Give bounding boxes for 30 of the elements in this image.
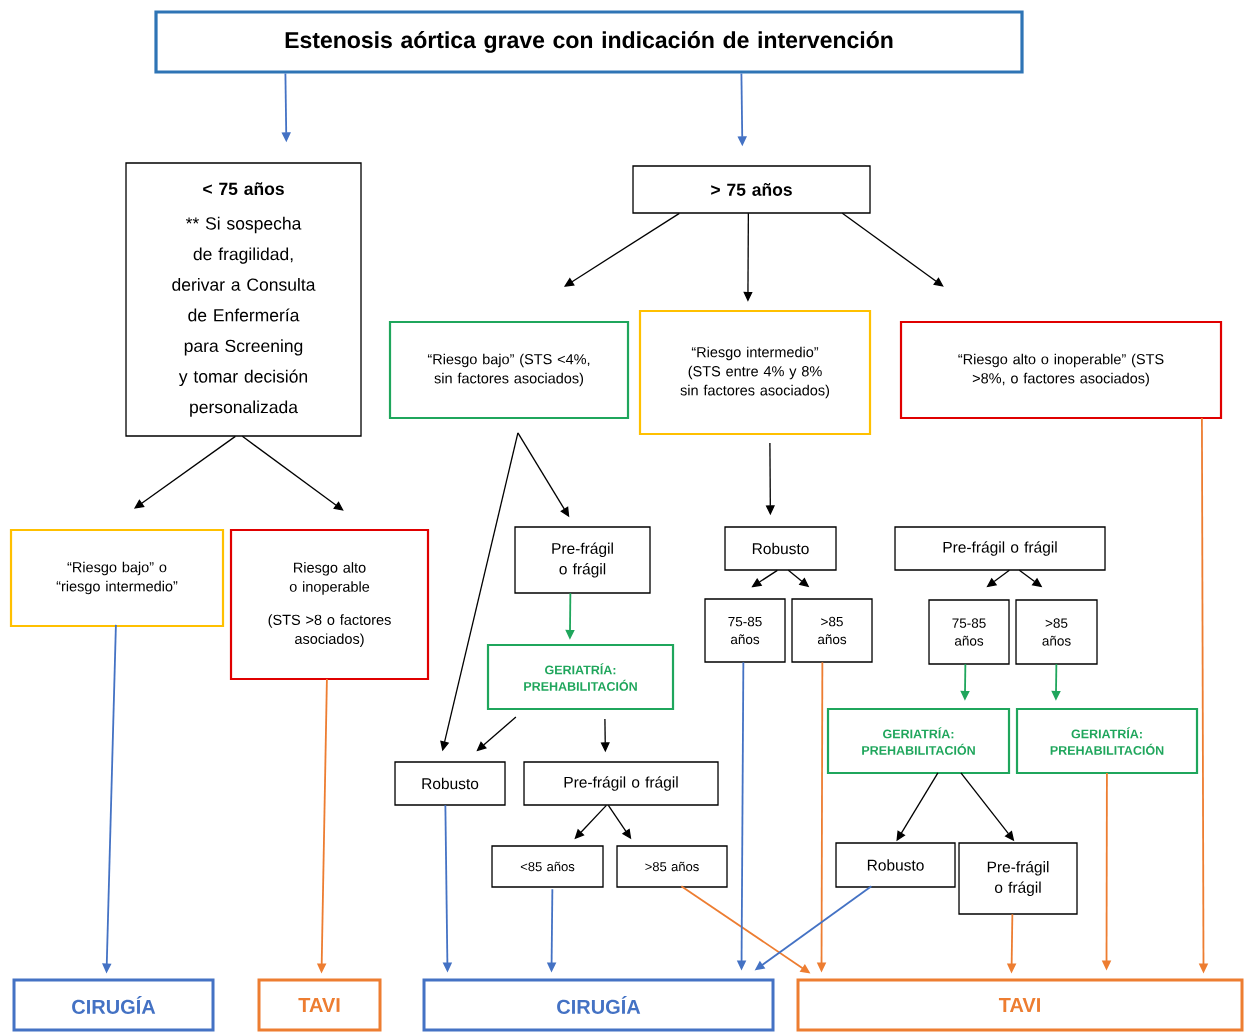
frailty-box: Pre-frágil o frágil (514, 526, 651, 594)
age-box: <85 años (491, 845, 604, 888)
frailty-box: Pre-frágil o frágil (958, 842, 1078, 915)
outcome-box: CIRUGÍA (12, 978, 215, 1032)
outcome-box: TAVI (796, 978, 1244, 1032)
age-box: >85 años (616, 845, 728, 888)
title-box: Estenosis aórtica grave con indicación de intervención (154, 10, 1024, 74)
arrow (241, 435, 344, 511)
risk-box: “Riesgo bajo” (STS <4%, sin factores asociados) (388, 320, 630, 420)
outcome-box: TAVI (257, 978, 382, 1032)
geriatrics-box: GERIATRÍA: PREHABILITACIÓN (826, 707, 1011, 775)
frailty-box: Pre-frágil o frágil (894, 526, 1106, 571)
age-box: < 75 años ** Si sospecha de fragilidad, derivar a Consulta de Enfermería para Screening y tomar decisión personalizada (125, 162, 362, 437)
arrow (841, 212, 944, 287)
geriatrics-box: GERIATRÍA: PREHABILITACIÓN (486, 643, 675, 711)
risk-box: Riesgo alto o inoperable (STS >8 o factores asociados) (229, 528, 430, 681)
risk-box: “Riesgo bajo” o “riesgo intermedio” (9, 528, 225, 628)
risk-box: “Riesgo alto o inoperable” (STS >8%, o factores asociados) (899, 320, 1223, 420)
risk-box: “Riesgo intermedio” (STS entre 4% y 8% sin factores asociados) (638, 309, 872, 436)
outcome-box: CIRUGÍA (422, 978, 775, 1032)
age-box: 75-85 años (928, 599, 1010, 665)
frailty-box: Robusto (835, 842, 956, 888)
age-box: >85 años (791, 598, 873, 663)
age-box: > 75 años (632, 165, 871, 214)
frailty-box: Robusto (394, 761, 506, 806)
age-box: 75-85 años (704, 598, 786, 663)
geriatrics-box: GERIATRÍA: PREHABILITACIÓN (1015, 707, 1199, 775)
frailty-box: Robusto (724, 526, 837, 571)
age-box: >85 años (1015, 599, 1098, 665)
frailty-box: Pre-frágil o frágil (523, 761, 719, 806)
